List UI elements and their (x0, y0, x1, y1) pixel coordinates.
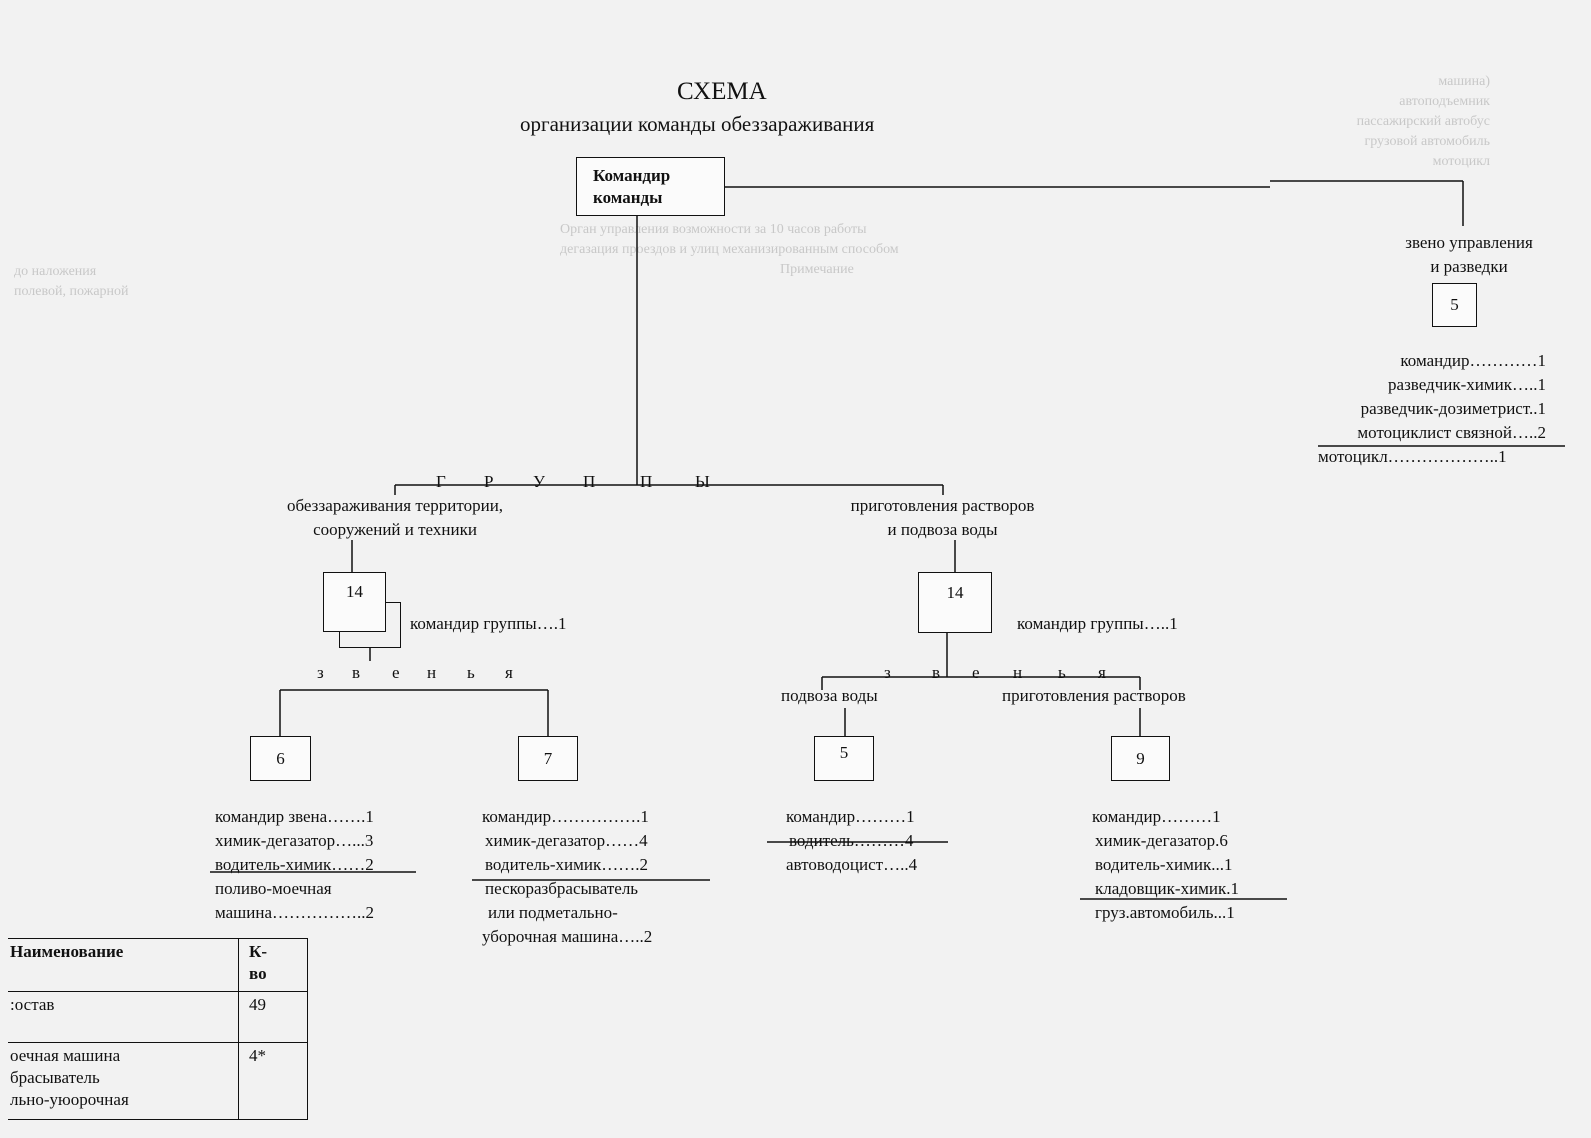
list-item: мотоциклист связной…..2 (1357, 423, 1546, 442)
list-item: поливо-моечная (215, 879, 332, 898)
list-item: водитель-химик...1 (1095, 855, 1233, 874)
list-item: химик-дегазатор……4 (485, 831, 648, 850)
table-cell-name: оечная машина брасыватель льно-уюорочная (8, 1042, 239, 1120)
list-item: уборочная машина…..2 (482, 927, 653, 946)
list-item: водитель-химик…….2 (485, 855, 649, 874)
water-staff-list: командир………1 водитель………4 автоводоцист….… (786, 805, 917, 877)
solutions-count-box: 9 (1111, 736, 1170, 781)
solutions-count: 9 (1136, 748, 1145, 768)
list-item: мотоцикл………………..1 (1318, 447, 1507, 466)
commander-label: Командир команды (593, 165, 671, 207)
table-cell-name: :остав (8, 991, 239, 1043)
list-item: машина……………..2 (215, 903, 375, 922)
table-header-count: К- во (238, 938, 308, 992)
commander-box: Командир команды (576, 157, 725, 216)
list-item: разведчик-химик…..1 (1388, 375, 1546, 394)
list-item: командир…………….1 (482, 807, 649, 826)
list-item: водитель-химик……2 (215, 855, 374, 874)
list-item: химик-дегазатор…...3 (215, 831, 374, 850)
water-count: 5 (839, 742, 849, 762)
group-right-leader: командир группы…..1 (1017, 614, 1178, 633)
unit-b-count: 7 (543, 748, 553, 768)
list-item: или подметально- (488, 903, 618, 922)
group-left-label: обеззараживания территории, сооружений и… (286, 496, 504, 539)
list-item: разведчик-дозиметрист..1 (1360, 399, 1546, 418)
table-cell-count: 49 (238, 991, 308, 1043)
unit-a-count: 6 (276, 748, 285, 768)
list-item: пескоразбрасыватель (485, 879, 639, 898)
recon-label: звено управления и разведки (1405, 233, 1533, 276)
solutions-link-label: приготовления растворов (1002, 686, 1186, 705)
water-link-label: подвоза воды (781, 686, 878, 705)
group-left-count: 14 (346, 582, 363, 601)
list-item: груз.автомобиль...1 (1095, 903, 1235, 922)
list-item: водитель………4 (789, 831, 914, 850)
water-count-box: 5 (814, 736, 874, 781)
list-item: командир………1 (1092, 807, 1221, 826)
list-item: командир………1 (786, 807, 915, 826)
list-item: кладовщик-химик.1 (1095, 879, 1240, 898)
table-header-name: Наименование (8, 938, 239, 992)
table-row: :остав 49 (8, 991, 308, 1043)
recon-staff-list: командир…………1 разведчик-химик…..1 развед… (1318, 349, 1546, 469)
ghost-text-mid-left: до наложения полевой, пожарной (14, 264, 129, 299)
group-left-leader: командир группы….1 (410, 614, 567, 633)
list-item: командир звена…….1 (215, 807, 374, 826)
group-right-count-box: 14 (918, 572, 992, 633)
unit-a-count-box: 6 (250, 736, 311, 781)
recon-count: 5 (1450, 295, 1459, 314)
solutions-staff-list: командир………1 химик-дегазатор.6 водитель-… (1092, 805, 1239, 925)
unit-b-staff-list: командир…………….1 химик-дегазатор……4 водит… (482, 805, 652, 949)
summary-table: Наименование К- во :остав 49 оечная маши… (8, 938, 308, 1120)
recon-count-box: 5 (1432, 283, 1477, 327)
table-row: оечная машина брасыватель льно-уюорочная… (8, 1042, 308, 1120)
page-title: СХЕМА (677, 78, 767, 105)
list-item: автоводоцист…..4 (786, 855, 918, 874)
unit-a-staff-list: командир звена…….1 химик-дегазатор…...3 … (215, 805, 374, 925)
table-cell-count: 4* (238, 1042, 308, 1120)
group-right-count: 14 (946, 582, 964, 602)
table-header-row: Наименование К- во (8, 938, 308, 992)
group-left-count-box: 14 (323, 572, 386, 632)
group-right-label: приготовления растворов и подвоза воды (850, 496, 1035, 539)
list-item: командир…………1 (1400, 351, 1546, 370)
list-item: химик-дегазатор.6 (1095, 831, 1228, 850)
unit-b-count-box: 7 (518, 736, 578, 781)
page-subtitle: организации команды обеззараживания (520, 112, 875, 136)
ghost-text-top-right: машина) автоподъемник пассажирский автоб… (1356, 74, 1490, 169)
